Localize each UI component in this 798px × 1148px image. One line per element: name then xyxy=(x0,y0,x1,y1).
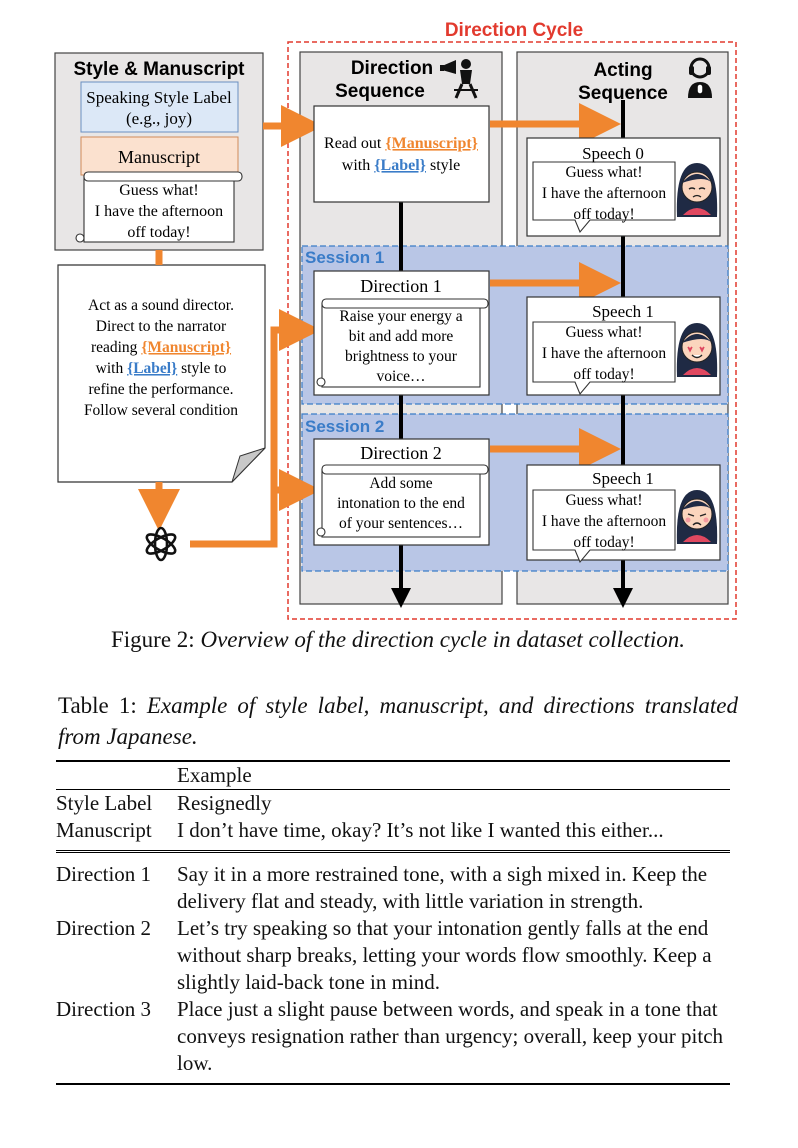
table-header-row: Example xyxy=(56,761,730,790)
speech-0-line-3: off today! xyxy=(573,206,634,223)
acting-col-title2: Sequence xyxy=(578,83,668,104)
speech-2-line-2: I have the afternoon xyxy=(542,513,667,530)
table-row: Manuscript I don’t have time, okay? It’s… xyxy=(56,817,730,852)
director-icon xyxy=(440,59,478,99)
speech-1-line-1: Guess what! xyxy=(565,324,642,341)
direction-2-line-2: intonation to the end xyxy=(337,495,465,512)
direction-col-title: Direction xyxy=(351,58,433,79)
row-value: Place just a slight pause between words,… xyxy=(177,997,724,1075)
speech-1-title: Speech 1 xyxy=(592,302,654,321)
figure-caption-label: Figure 2: xyxy=(111,627,201,652)
manuscript-line-3: off today! xyxy=(127,224,190,241)
row-value: Let’s try speaking so that your intonati… xyxy=(177,916,712,994)
row-key: Direction 2 xyxy=(56,916,152,940)
speech-2-box xyxy=(526,464,721,564)
direction-2-scroll xyxy=(316,464,489,538)
prompt-line-1: Act as a sound director. xyxy=(88,297,234,314)
initial-direction-box xyxy=(313,105,490,203)
prompt-line-3: reading {Manuscript} xyxy=(91,339,231,356)
row-key: Direction 3 xyxy=(56,997,152,1021)
prompt-line-6: Follow several condition xyxy=(84,402,238,419)
style-manuscript-title: Style & Manuscript xyxy=(73,59,245,80)
upset-face-icon xyxy=(676,490,718,544)
session-2-label: Session 2 xyxy=(305,417,384,436)
direction-1-scroll xyxy=(316,298,489,388)
table-caption: Table 1: Example of style label, manuscr… xyxy=(58,690,738,752)
row-value: Resignedly xyxy=(177,791,272,815)
manuscript-scroll xyxy=(75,171,243,243)
speech-1-line-3: off today! xyxy=(573,366,634,383)
openai-logo-icon xyxy=(145,526,177,562)
speech-0-title: Speech 0 xyxy=(582,144,644,163)
row-value: Say it in a more restrained tone, with a… xyxy=(177,862,708,913)
direction-2-line-1: Add some xyxy=(369,475,432,492)
row-key: Direction 1 xyxy=(56,862,152,886)
table-row: Style Label Resignedly xyxy=(56,789,730,818)
prompt-line-2: Direct to the narrator xyxy=(96,318,227,335)
sad-face-icon xyxy=(676,163,718,217)
speech-1-line-2: I have the afternoon xyxy=(542,345,667,362)
prompt-line-4: with {Label} style to xyxy=(96,360,227,377)
direction-cycle-title: Direction Cycle xyxy=(445,20,583,41)
direction-2-title: Direction 2 xyxy=(360,443,441,463)
direction-2-line-3: of your sentences… xyxy=(339,515,463,532)
figure-caption-text: Overview of the direction cycle in datas… xyxy=(200,627,685,652)
manuscript-line-2: I have the afternoon xyxy=(95,203,223,220)
orange-arrows xyxy=(138,103,621,548)
direction-1-line-1: Raise your energy a xyxy=(339,308,462,325)
figure-caption: Figure 2: Overview of the direction cycl… xyxy=(58,624,738,655)
actor-icon xyxy=(688,57,712,98)
prompt-note xyxy=(57,264,266,483)
speaking-style-label-box xyxy=(80,81,239,133)
direction-1-line-3: brightness to your xyxy=(345,348,458,365)
speech-2-title: Speech 1 xyxy=(592,469,654,488)
row-value: I don’t have time, okay? It’s not like I… xyxy=(177,818,664,842)
table-row: Direction 2 Let’s try speaking so that y… xyxy=(56,915,730,996)
direction-cycle-figure: Direction Cycle Session 1 Session 2 Dire… xyxy=(54,20,737,620)
table-caption-label: Table 1: xyxy=(58,693,147,718)
direction-1-line-2: bit and add more xyxy=(349,328,454,345)
direction-1-line-4: voice… xyxy=(376,368,425,385)
manuscript-title: Manuscript xyxy=(118,147,200,167)
speech-2-line-1: Guess what! xyxy=(565,492,642,509)
speech-0-line-1: Guess what! xyxy=(565,164,642,181)
style-label-line2: (e.g., joy) xyxy=(126,109,192,128)
example-table: Example Style Label Resignedly Manuscrip… xyxy=(56,760,730,1085)
speech-2-line-3: off today! xyxy=(573,534,634,551)
initial-direction-line1: Read out {Manuscript} xyxy=(324,135,478,152)
table-caption-text: Example of style label, manuscript, and … xyxy=(58,693,738,749)
row-key: Manuscript xyxy=(56,818,152,842)
manuscript-line-1: Guess what! xyxy=(119,182,199,199)
table-row: Direction 1 Say it in a more restrained … xyxy=(56,851,730,916)
table-row: Direction 3 Place just a slight pause be… xyxy=(56,996,730,1084)
happy-face-icon xyxy=(676,323,718,377)
speech-0-line-2: I have the afternoon xyxy=(542,185,667,202)
table-header: Example xyxy=(177,763,252,787)
style-label-line1: Speaking Style Label xyxy=(86,88,232,107)
direction-1-title: Direction 1 xyxy=(360,276,441,296)
row-key: Style Label xyxy=(56,791,153,815)
manuscript-title-box xyxy=(80,136,239,176)
direction-col-title2: Sequence xyxy=(335,81,425,102)
initial-direction-line2: with {Label} style xyxy=(342,157,460,174)
acting-col-title: Acting xyxy=(593,60,652,81)
session-1-label: Session 1 xyxy=(305,248,384,267)
prompt-line-5: refine the performance. xyxy=(88,381,233,398)
